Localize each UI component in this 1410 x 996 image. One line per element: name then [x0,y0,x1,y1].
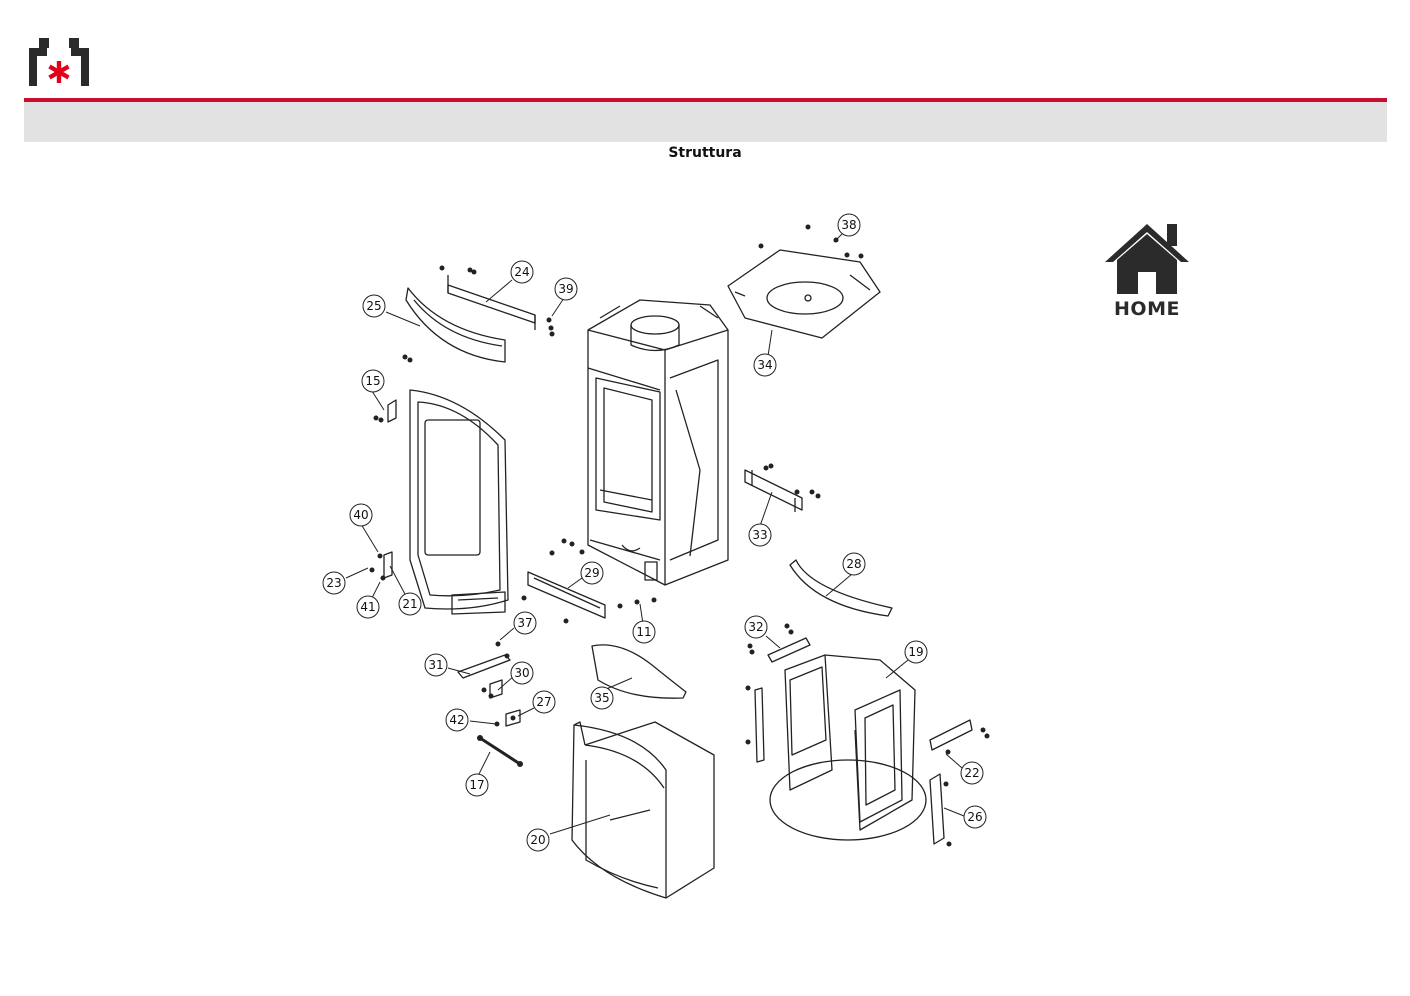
callout-29[interactable]: 29 [584,566,599,580]
callout-37[interactable]: 37 [517,616,532,630]
brand-logo-icon [27,34,91,88]
callout-22[interactable]: 22 [964,766,979,780]
side-arc [789,559,893,617]
clip-30 [489,679,503,699]
callout-11[interactable]: 11 [636,625,651,639]
base-housing [571,721,715,899]
callout-39[interactable]: 39 [558,282,573,296]
callout-23[interactable]: 23 [326,576,341,590]
upper-arc [405,287,506,363]
callout-17[interactable]: 17 [469,778,484,792]
page-title: Struttura [668,145,742,161]
callout-42[interactable]: 42 [449,713,464,727]
callout-15[interactable]: 15 [365,374,380,388]
upper-bracket [447,275,536,330]
header-red-rule [24,98,1387,102]
bracket-31 [457,654,511,679]
bracket-33 [744,469,803,512]
callout-20[interactable]: 20 [530,833,545,847]
callout-circles [322,213,987,852]
callout-30[interactable]: 30 [514,666,529,680]
top-plate [727,249,881,339]
profile-left [754,687,765,763]
callout-32[interactable]: 32 [748,620,763,634]
central-body [587,299,729,586]
clip-27 [505,709,521,727]
profile-26 [929,773,945,845]
door-frame [409,389,509,615]
fitting-21 [383,551,393,579]
callout-25[interactable]: 25 [366,299,381,313]
callout-leaders [345,233,965,835]
callout-38[interactable]: 38 [841,218,856,232]
callout-26[interactable]: 26 [967,810,982,824]
callout-21[interactable]: 21 [402,597,417,611]
callout-28[interactable]: 28 [846,557,861,571]
bracket-22 [929,719,973,751]
callout-35[interactable]: 35 [594,691,609,705]
callout-41[interactable]: 41 [360,600,375,614]
home-label: HOME [1114,298,1180,320]
bracket-32 [767,637,811,663]
base-frame [769,654,927,841]
callout-24[interactable]: 24 [514,265,529,279]
callout-31[interactable]: 31 [428,658,443,672]
callout-19[interactable]: 19 [908,645,923,659]
deflector-plate [591,644,687,699]
home-icon [1105,224,1189,294]
callout-40[interactable]: 40 [353,508,368,522]
fitting-15 [387,399,397,423]
spring-17 [479,736,521,766]
callout-34[interactable]: 34 [757,358,772,372]
hardware-dots [369,224,990,847]
callout-27[interactable]: 27 [536,695,551,709]
home-button[interactable]: HOME [1100,218,1194,322]
callout-33[interactable]: 33 [752,528,767,542]
lower-bar [527,571,606,619]
header-band [24,102,1387,142]
